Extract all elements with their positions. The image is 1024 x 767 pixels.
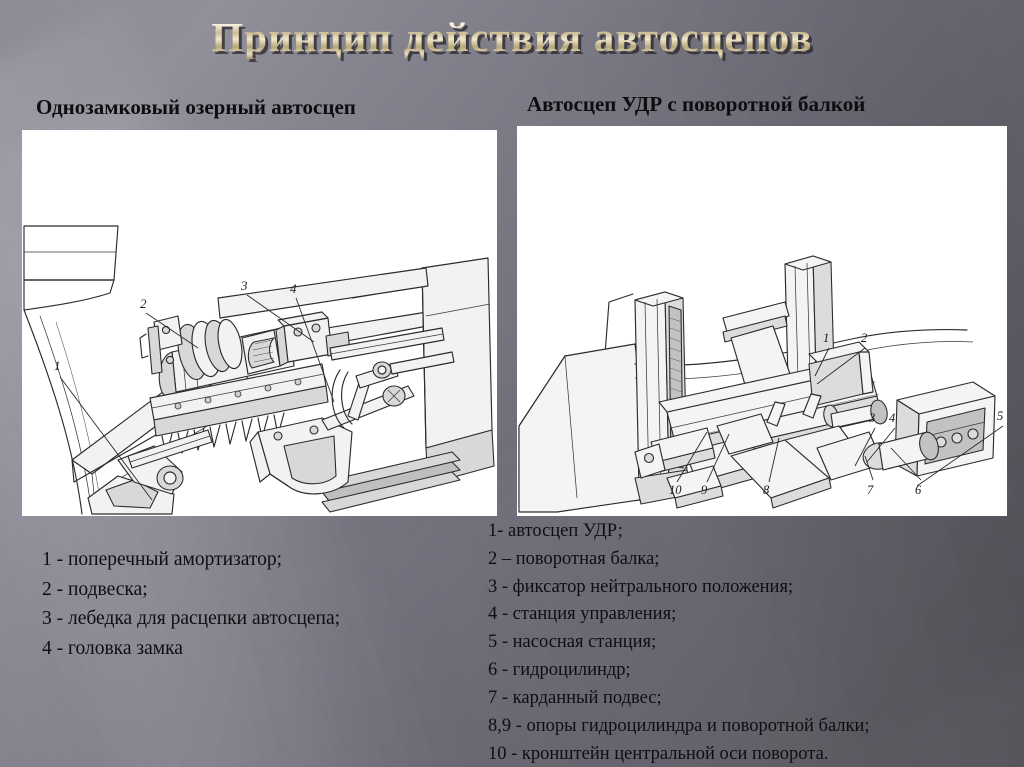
legend-item: 8,9 - опоры гидроцилиндра и поворотной б… [488,715,870,736]
callout-9: 9 [701,483,708,497]
callout-7: 7 [867,483,874,497]
right-section-caption: Автосцеп УДР с поворотной балкой [527,92,866,116]
callout-2: 2 [861,331,867,345]
callout-8: 8 [763,483,770,497]
legend-item: 2 - подвеска; [42,578,148,600]
callout-3: 3 [240,278,248,293]
legend-item: 3 - лебедка для расцепки автосцепа; [42,608,341,630]
callout-2: 2 [140,296,147,311]
callout-4: 4 [889,411,895,425]
legend-item: 6 - гидроцилиндр; [488,660,631,681]
callout-3: 3 [868,411,875,425]
right-legend: 1- автосцеп УДР; 2 – поворотная балка; 3… [488,518,1013,767]
left-autocoupler-technical-drawing: .ln { fill:none; stroke:#2c2c2c; stroke-… [22,130,497,516]
legend-item: 4 - станция управления; [488,604,677,625]
legend-item: 1- автосцеп УДР; [488,521,623,541]
legend-item: 10 - кронштейн центральной оси поворота. [488,743,829,764]
slide-title-bar: Принцип действия автосцепов [0,14,1024,60]
legend-item: 4 - головка замка [42,637,183,659]
callout-5: 5 [997,409,1003,423]
left-section-caption: Однозамковый озерный автосцеп [36,95,356,119]
right-udr-autocoupler-technical-drawing: .r-ln { fill:none; stroke:#2c2c2c; strok… [517,126,1007,516]
left-legend: 1 - поперечный амортизатор; 2 - подвеска… [42,545,482,664]
callout-6: 6 [915,483,922,497]
callout-10: 10 [669,483,682,497]
callout-1: 1 [823,331,829,345]
legend-item: 1 - поперечный амортизатор; [42,549,283,570]
callout-1: 1 [54,358,61,373]
legend-item: 7 - карданный подвес; [488,687,662,708]
legend-item: 2 – поворотная балка; [488,548,660,569]
slide-title: Принцип действия автосцепов [211,14,813,60]
left-figure-panel: .ln { fill:none; stroke:#2c2c2c; stroke-… [22,130,497,516]
right-figure-panel: .r-ln { fill:none; stroke:#2c2c2c; strok… [517,126,1007,516]
callout-4: 4 [290,281,297,296]
legend-item: 5 - насосная станция; [488,632,657,653]
legend-item: 3 - фиксатор нейтрального положения; [488,576,794,597]
